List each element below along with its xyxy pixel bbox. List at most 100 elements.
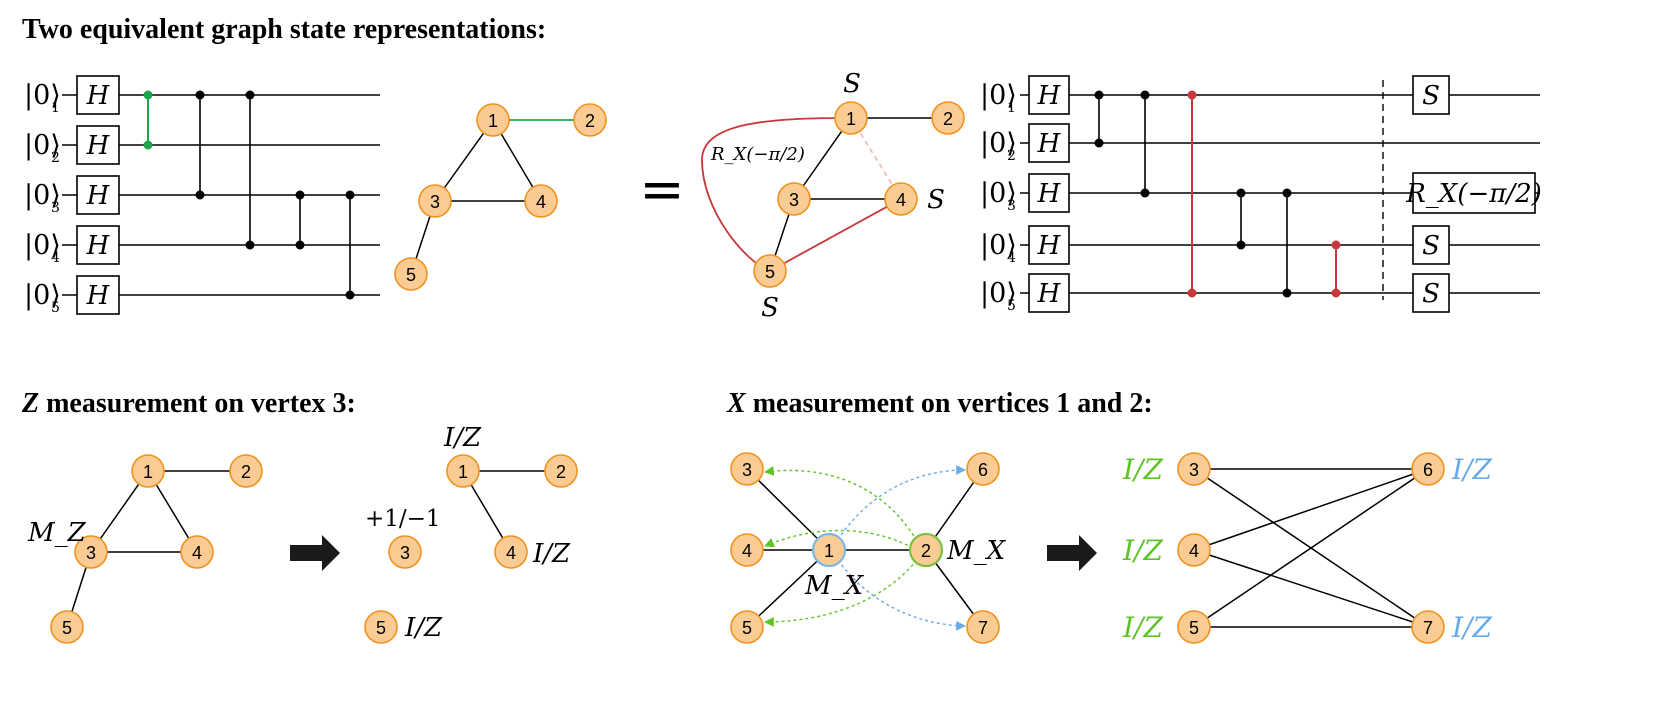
rx-gate	[1412, 172, 1536, 214]
s-gate-label-node-5: S	[761, 293, 779, 323]
s-gate	[1412, 225, 1450, 265]
ket-label: |0⟩	[24, 80, 61, 111]
graph-top-mid: 1 2 3 4 5 S S S R_X(−π/2)	[701, 69, 965, 323]
hadamard-gate	[1028, 225, 1070, 265]
hadamard-label: H	[86, 281, 111, 311]
cz-gate-1-4	[245, 90, 255, 250]
node-3	[777, 182, 811, 216]
mx-label-node-2: M_X	[946, 536, 1007, 566]
ket-subscript: 4	[1007, 250, 1016, 266]
x-title-rest: measurement on vertices 1 and 2:	[746, 388, 1153, 419]
cz-gate-1-5-red	[1187, 90, 1197, 298]
hadamard-gate	[76, 175, 120, 215]
ket-label: |0⟩	[24, 180, 61, 211]
cz-gate-1-2	[1094, 90, 1104, 148]
ket-label: |0⟩	[980, 128, 1017, 159]
iz-green-label-node-3: I/Z	[1122, 453, 1163, 486]
left-kets: |0⟩ 1 |0⟩ 2 |0⟩ 3 |0⟩ 4 |0⟩ 5	[24, 80, 61, 316]
node-label: 3	[742, 460, 752, 480]
arrow-right-icon	[1047, 535, 1097, 571]
hadamard-label: H	[1037, 279, 1062, 309]
node-label: 5	[742, 618, 752, 638]
hadamard-gate	[1028, 123, 1070, 163]
node-3	[1177, 452, 1211, 486]
node-6	[966, 452, 1000, 486]
left-hadamard-gates: H H H H H	[76, 75, 120, 315]
node-label: 3	[400, 543, 410, 563]
hadamard-label: H	[86, 131, 111, 161]
node-label: 4	[742, 541, 752, 561]
graph-z-after: 1 2 3 4 5 I/Z +1/−1 I/Z I/Z	[364, 423, 578, 644]
node-label: 6	[978, 460, 988, 480]
node-2	[573, 103, 607, 137]
node-1	[811, 532, 847, 568]
s-gate	[1412, 273, 1450, 313]
node-7	[1411, 610, 1445, 644]
node-5	[1177, 610, 1211, 644]
edge-5-1	[746, 549, 830, 628]
s-gate-label: S	[1422, 279, 1440, 309]
arrow-right-icon	[290, 535, 340, 571]
iz-blue-label-node-7: I/Z	[1451, 611, 1492, 644]
hadamard-gate	[76, 125, 120, 165]
green-dashed-arrow-2-4	[764, 529, 914, 549]
node-1	[131, 454, 165, 488]
ket-subscript: 2	[51, 150, 60, 166]
node-label: 2	[241, 462, 251, 482]
s-gate-label-node-1: S	[843, 69, 861, 99]
blue-dashed-arrow-1-7	[837, 559, 966, 631]
node-label: 7	[978, 618, 988, 638]
edge-4-7	[1193, 549, 1429, 628]
outcome-label-node-3: +1/−1	[365, 506, 441, 532]
hadamard-gate	[1028, 75, 1070, 115]
x-letter: X	[726, 388, 747, 419]
right-end-gates: S R_X(−π/2) S S	[1405, 75, 1542, 313]
node-5	[364, 610, 398, 644]
node-label: 4	[896, 190, 906, 210]
right-cz-gates	[1094, 90, 1341, 298]
hadamard-gate	[76, 275, 120, 315]
node-label: 3	[789, 190, 799, 210]
node-3	[388, 535, 422, 569]
node-label: 1	[846, 109, 856, 129]
graph-z-before: 1 2 3 4 5 M_Z	[27, 454, 263, 644]
ket-label: |0⟩	[980, 230, 1017, 261]
node-4	[730, 533, 764, 567]
node-label: 3	[430, 192, 440, 212]
ket-subscript: 5	[51, 300, 60, 316]
cz-gate-3-4	[295, 190, 305, 250]
cz-gate-1-3	[1140, 90, 1150, 198]
node-label: 4	[192, 543, 202, 563]
hadamard-gate	[76, 225, 120, 265]
node-3	[418, 184, 452, 218]
node-label: 5	[406, 265, 416, 285]
node-label: 1	[143, 462, 153, 482]
ket-subscript: 1	[1007, 100, 1016, 116]
node-3	[74, 535, 108, 569]
node-label: 2	[943, 109, 953, 129]
rx-gate-label: R_X(−π/2)	[1405, 179, 1542, 209]
node-3	[730, 452, 764, 486]
equals-sign: =	[639, 158, 684, 221]
hadamard-label: H	[86, 231, 111, 261]
node-2	[931, 101, 965, 135]
graph-x-after: 3 4 5 6 7 I/Z I/Z I/Z I/Z I/Z	[1122, 452, 1492, 644]
iz-label-node-4: I/Z	[532, 539, 571, 569]
node-4	[180, 535, 214, 569]
node-label: 2	[921, 541, 931, 561]
hadamard-label: H	[1037, 179, 1062, 209]
node-label: 3	[86, 543, 96, 563]
mx-label-node-1: M_X	[804, 571, 865, 601]
node-label: 1	[458, 462, 468, 482]
cz-gate-1-3	[195, 90, 205, 200]
ket-subscript: 4	[51, 250, 60, 266]
ket-label: |0⟩	[980, 80, 1017, 111]
node-label: 1	[824, 541, 834, 561]
mz-label: M_Z	[27, 518, 87, 548]
hadamard-label: H	[86, 81, 111, 111]
top-section-title: Two equivalent graph state representatio…	[22, 14, 546, 45]
z-letter: Z	[21, 388, 39, 419]
cz-gate-3-4	[1236, 188, 1246, 250]
hadamard-label: H	[1037, 129, 1062, 159]
